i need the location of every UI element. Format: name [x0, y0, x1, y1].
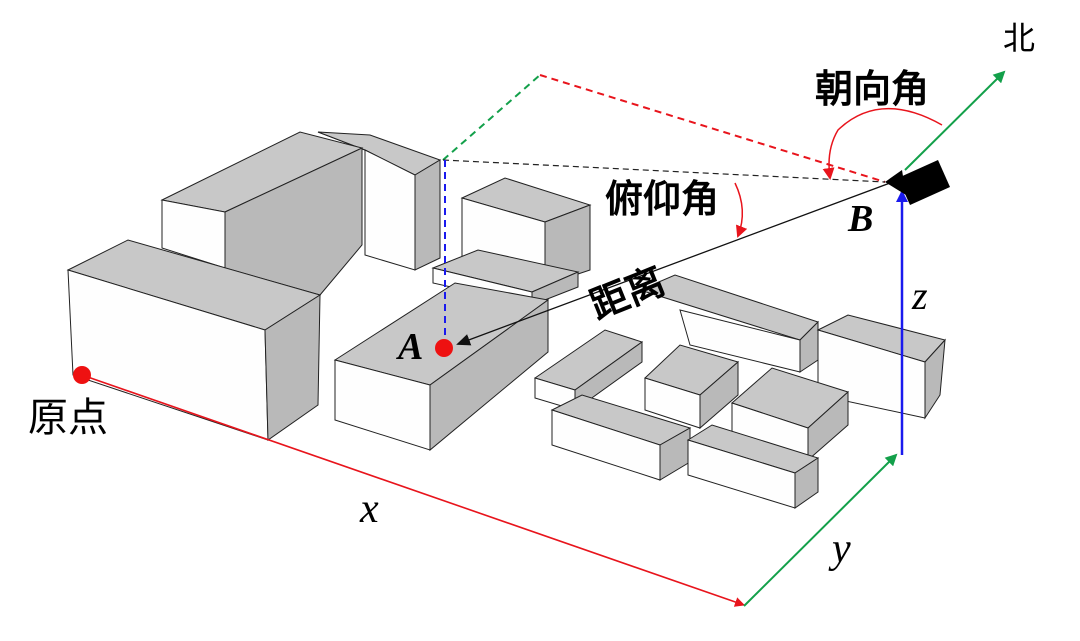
z-axis-label: z: [912, 273, 928, 318]
building-long-right: [638, 274, 819, 373]
north-arrow: [904, 70, 1006, 171]
point-b-label: B: [848, 198, 874, 240]
north-label: 北: [1003, 19, 1036, 57]
red-dashed-line: [539, 74, 886, 183]
point-a-dot: [435, 339, 453, 357]
y-axis-label: y: [832, 526, 851, 572]
building-back-center: [317, 131, 442, 271]
camera-icon: [885, 160, 950, 205]
green-dashed-line: [442, 74, 541, 161]
building-a: [333, 282, 550, 452]
x-axis-label: x: [360, 486, 379, 532]
azimuth-angle-arc: [822, 107, 943, 180]
building-small-2: [644, 344, 740, 430]
origin-label: 原点: [28, 395, 108, 441]
building-small-5: [686, 424, 820, 509]
distance-arrow: [456, 182, 891, 346]
building-small-1: [533, 329, 644, 411]
building-small-3: [731, 367, 849, 462]
azimuth-angle-label: 朝向角: [815, 67, 930, 111]
building-large-left: [66, 239, 322, 441]
building-small-4: [550, 394, 692, 481]
y-axis-arrow: [743, 453, 898, 607]
pitch-angle-label: 俯仰角: [605, 177, 720, 221]
point-a-label: A: [398, 326, 424, 368]
x-axis-arrow: [81, 374, 745, 607]
black-dashed-line: [442, 159, 886, 183]
origin-dot: [73, 366, 91, 384]
pitch-angle-arc: [734, 182, 748, 238]
